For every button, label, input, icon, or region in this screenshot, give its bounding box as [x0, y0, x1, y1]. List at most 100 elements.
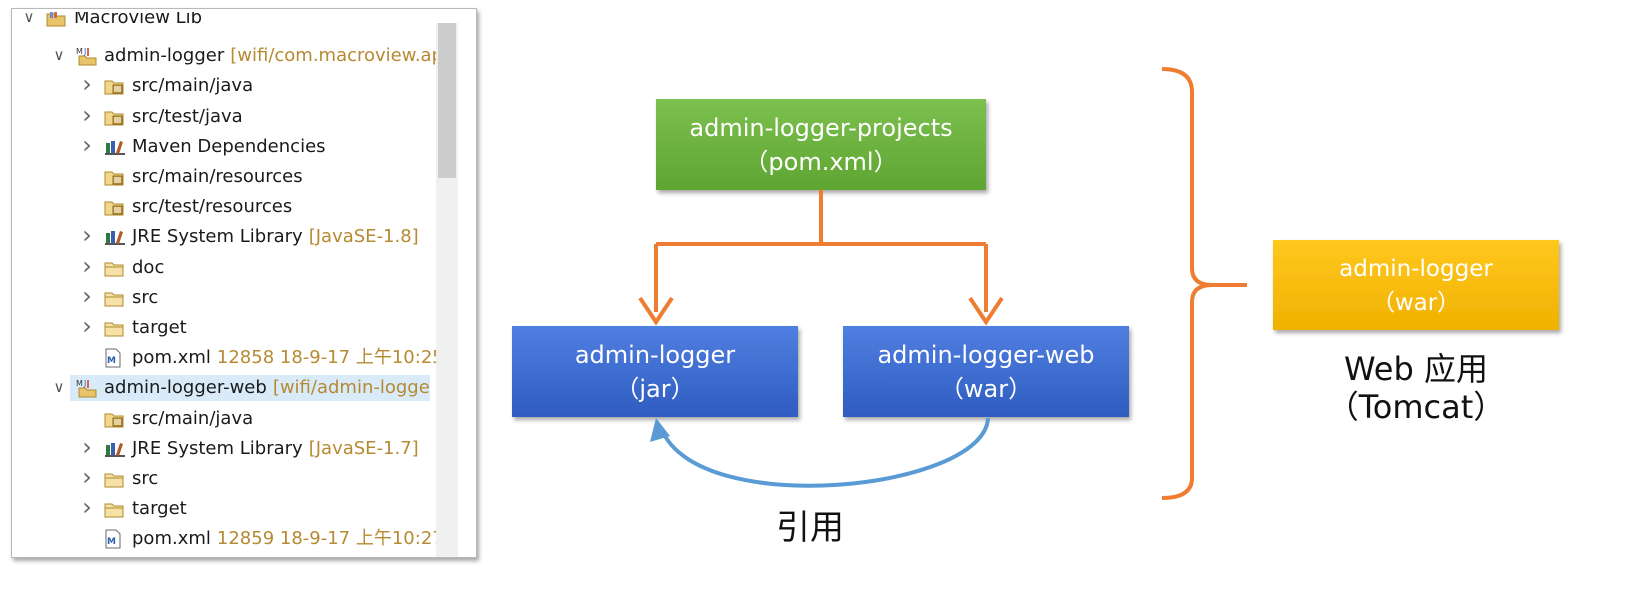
svg-text:M: M	[76, 47, 83, 56]
tree-row[interactable]: src/test/java	[12, 103, 440, 131]
tree-row-label: src	[132, 287, 164, 309]
tree-row[interactable]: Macroview Lib	[12, 8, 440, 32]
web-module-name: admin-logger-web	[877, 341, 1095, 369]
tree-row-name: Macroview Lib	[74, 8, 203, 28]
source-folder-icon	[104, 76, 124, 96]
web-app-caption: Web 应用 （Tomcat）	[1286, 350, 1546, 426]
tree-row-label: Maven Dependencies	[132, 136, 332, 158]
tree-row[interactable]: target	[12, 495, 440, 523]
web-module-label: admin-logger-web （war）	[843, 338, 1129, 406]
package-explorer: Macroview LibMJadmin-logger[wifi/com.mac…	[11, 8, 477, 558]
xml-file-icon: M	[104, 348, 124, 368]
tree-row-label: src/test/resources	[132, 196, 298, 218]
tree-row[interactable]: target	[12, 314, 440, 342]
web-app-caption-line2: （Tomcat）	[1326, 388, 1506, 426]
reference-label: 引用	[776, 508, 844, 548]
library-icon	[104, 137, 125, 157]
source-folder-icon	[104, 107, 124, 127]
folder-icon	[104, 469, 124, 489]
arrow-head-web	[968, 296, 1004, 326]
war-artifact-box	[1273, 240, 1559, 330]
folder-icon	[104, 258, 124, 278]
scrollbar-thumb[interactable]	[438, 23, 456, 178]
jar-module-packaging: （jar）	[615, 375, 695, 403]
reference-curve	[660, 417, 990, 488]
tree-row-label: src/main/java	[132, 408, 259, 430]
tree-row-decoration: [wifi/admin-logge	[272, 377, 430, 399]
xml-file-icon: M	[104, 529, 124, 549]
tree-row-label: src/main/java	[132, 75, 259, 97]
tree-row-label: target	[132, 317, 193, 339]
tree-row-decoration: 12859 18-9-17 上午10:27	[216, 528, 444, 550]
tree-row-name: target	[132, 317, 187, 338]
tree-row-decoration: [JavaSE-1.7]	[308, 437, 419, 459]
folder-icon	[104, 288, 124, 308]
tree-row[interactable]: JRE System Library[JavaSE-1.7]	[12, 435, 440, 463]
tree-row[interactable]: src/main/java	[12, 405, 440, 433]
tree-row[interactable]: src/test/resources	[12, 193, 440, 221]
tree-row-label: target	[132, 498, 193, 520]
source-folder-icon	[104, 167, 124, 187]
war-artifact-name: admin-logger	[1339, 256, 1493, 282]
tree-row[interactable]: src/main/resources	[12, 163, 440, 191]
web-module-box	[843, 326, 1129, 417]
parent-project-label: admin-logger-projects （pom.xml）	[656, 111, 986, 179]
grouping-brace	[1161, 67, 1247, 500]
tree-row-label: admin-logger[wifi/com.macroview.ap	[104, 45, 443, 67]
tree-row-name: doc	[132, 256, 165, 278]
tree-row-name: src/test/resources	[132, 196, 293, 218]
tree-row-label: JRE System Library[JavaSE-1.8]	[132, 226, 419, 248]
tree-row-label: src	[132, 468, 164, 490]
reference-arrow-head	[650, 418, 670, 442]
tree-row[interactable]: src/main/java	[12, 72, 440, 100]
web-module-packaging: （war）	[939, 375, 1033, 403]
tree-row[interactable]: doc	[12, 254, 440, 282]
source-folder-icon	[104, 197, 124, 217]
tree-row-label: JRE System Library[JavaSE-1.7]	[132, 438, 419, 460]
tree-row-name: src	[132, 468, 159, 489]
parent-project-name: admin-logger-projects	[689, 114, 953, 142]
tree-row[interactable]: src	[12, 284, 440, 312]
svg-text:J: J	[83, 47, 86, 56]
tree-row-name: target	[132, 498, 187, 520]
tree-row-decoration: [wifi/com.macroview.ap	[230, 45, 443, 67]
tree-row-label: src/test/java	[132, 106, 249, 128]
library-icon	[104, 439, 125, 459]
tree-row-name: pom.xml	[132, 528, 211, 550]
selection-highlight	[70, 375, 430, 402]
jar-module-label: admin-logger （jar）	[512, 338, 798, 406]
tree-row-decoration: [JavaSE-1.8]	[308, 226, 419, 248]
parent-project-box	[656, 99, 986, 190]
web-app-caption-line1: Web 应用	[1344, 350, 1488, 388]
tree-row-name: Maven Dependencies	[132, 135, 326, 157]
tree-row-label: Macroview Lib	[74, 8, 208, 29]
tree-row-decoration: 12858 18-9-17 上午10:25	[216, 347, 444, 369]
tree-row[interactable]: Maven Dependencies	[12, 133, 440, 161]
svg-text:M: M	[76, 379, 83, 388]
tree-row[interactable]: src	[12, 465, 440, 493]
tree-row-name: pom.xml	[132, 347, 211, 369]
war-artifact-packaging: （war）	[1371, 290, 1461, 316]
parent-project-packaging: （pom.xml）	[744, 148, 898, 176]
svg-text:M: M	[107, 356, 116, 366]
arrow-head-jar	[638, 296, 674, 326]
tree-row[interactable]: JRE System Library[JavaSE-1.8]	[12, 223, 440, 251]
tree-row-label: doc	[132, 257, 170, 279]
tree-row-name: admin-logger	[104, 45, 225, 67]
library-icon	[104, 227, 125, 247]
module-connector	[654, 190, 988, 312]
tree-row-name: src/main/java	[132, 407, 254, 429]
folder-icon	[104, 318, 124, 338]
vertical-scrollbar[interactable]	[436, 23, 458, 557]
tree-row-label: admin-logger-web[wifi/admin-logge	[104, 377, 430, 399]
folder-icon	[104, 499, 124, 519]
tree-row-name: src	[132, 286, 159, 308]
